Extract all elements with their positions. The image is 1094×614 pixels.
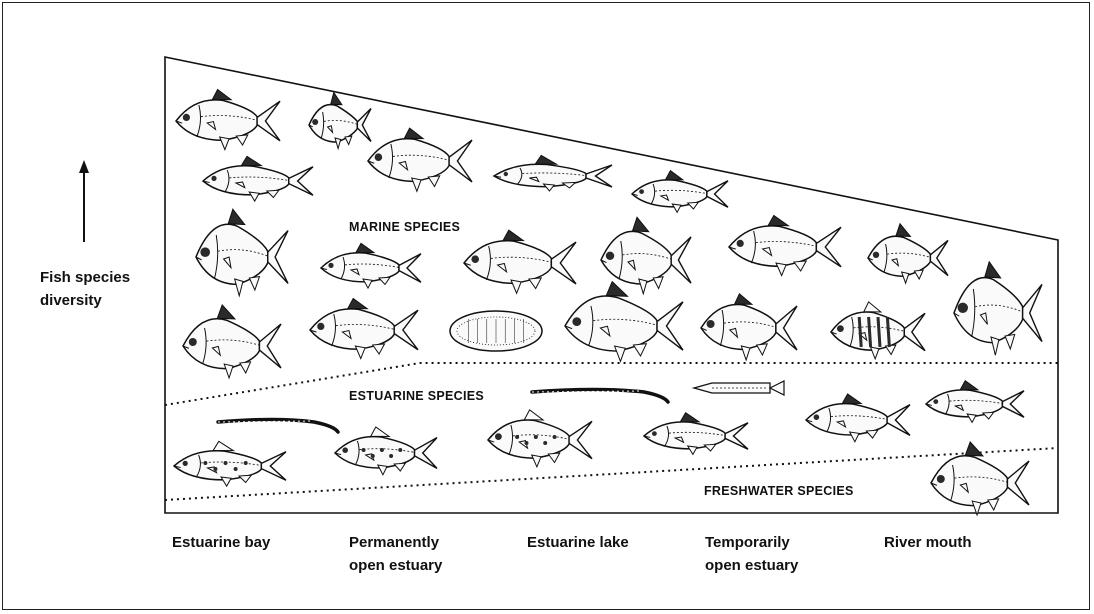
fish-drawing <box>368 128 472 191</box>
habitat-label-temporarily-open-estuary: Temporarily open estuary <box>705 531 798 577</box>
fish-drawing <box>831 302 925 359</box>
habitat-line2: open estuary <box>705 554 798 577</box>
fish-drawing <box>174 441 286 486</box>
habitat-line2: open estuary <box>349 554 442 577</box>
fish-drawing <box>309 93 371 149</box>
habitat-line1: River mouth <box>884 531 972 554</box>
fish-drawing <box>488 410 592 467</box>
fish-drawing <box>806 394 910 442</box>
fish-drawing <box>218 420 338 433</box>
fish-drawing <box>565 282 683 362</box>
diversity-arrow <box>79 160 89 242</box>
habitat-line1: Estuarine bay <box>172 531 270 554</box>
fish-drawing <box>321 243 421 288</box>
fish-drawing <box>601 217 691 293</box>
fish-drawing <box>694 381 784 395</box>
estuarine-freshwater-boundary <box>165 448 1058 500</box>
fish-drawing <box>310 299 418 359</box>
fish-drawing <box>868 224 948 283</box>
estuarine-species-label: ESTUARINE SPECIES <box>349 389 484 403</box>
fish-drawing <box>176 90 280 150</box>
fish-drawing <box>335 427 437 475</box>
marine-species-label: MARINE SPECIES <box>349 220 460 234</box>
fish-illustrations <box>174 90 1042 515</box>
fish-drawing <box>926 381 1024 423</box>
fish-drawing <box>532 390 668 403</box>
habitat-label-permanently-open-estuary: Permanently open estuary <box>349 531 442 577</box>
habitat-line1: Permanently <box>349 531 442 554</box>
fish-drawing <box>494 155 612 191</box>
axis-label-line1: Fish species <box>40 266 130 289</box>
fish-drawing <box>644 413 748 455</box>
habitat-label-estuarine-bay: Estuarine bay <box>172 531 270 554</box>
habitat-label-estuarine-lake: Estuarine lake <box>527 531 629 554</box>
fish-drawing <box>450 311 542 351</box>
habitat-line1: Estuarine lake <box>527 531 629 554</box>
axis-label: Fish species diversity <box>40 266 130 312</box>
fish-drawing <box>701 294 797 360</box>
fish-drawing <box>183 305 281 378</box>
marine-estuarine-boundary <box>165 363 1058 405</box>
fish-drawing <box>464 230 576 293</box>
habitat-line1: Temporarily <box>705 531 798 554</box>
fish-drawing <box>729 216 841 276</box>
fish-drawing <box>632 171 728 213</box>
fish-drawing <box>203 156 313 201</box>
freshwater-species-label: FRESHWATER SPECIES <box>704 484 854 498</box>
habitat-label-river-mouth: River mouth <box>884 531 972 554</box>
fish-drawing <box>931 442 1029 515</box>
fish-drawing <box>196 209 288 296</box>
axis-label-line2: diversity <box>40 289 130 312</box>
fish-drawing <box>954 262 1042 355</box>
